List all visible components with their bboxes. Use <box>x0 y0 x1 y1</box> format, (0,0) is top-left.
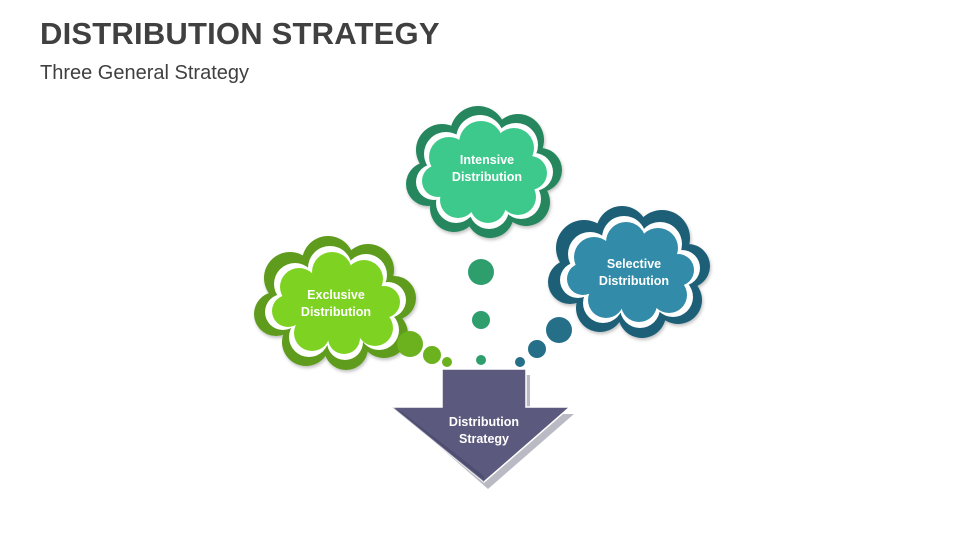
cloud-selective-label-line1: Selective <box>607 257 661 271</box>
trail-bubble <box>476 355 486 365</box>
trail-bubble <box>515 357 525 367</box>
cloud-intensive-body <box>422 121 547 223</box>
cloud-intensive: Intensive Distribution <box>406 106 562 238</box>
trail-bubble <box>423 346 441 364</box>
bubble-trail-selective <box>515 317 572 367</box>
cloud-exclusive-label-line2: Distribution <box>301 305 371 319</box>
bubble-trail-intensive <box>468 259 494 365</box>
trail-bubble <box>397 331 423 357</box>
cloud-selective-body <box>567 222 694 322</box>
trail-bubble <box>468 259 494 285</box>
cloud-selective-label-line2: Distribution <box>599 274 669 288</box>
cloud-exclusive-body <box>272 252 400 354</box>
cloud-intensive-label-line1: Intensive <box>460 153 514 167</box>
cloud-selective: Selective Distribution <box>548 206 710 338</box>
trail-bubble <box>442 357 452 367</box>
cloud-intensive-label-line2: Distribution <box>452 170 522 184</box>
bubble-trail-exclusive <box>397 331 452 367</box>
trail-bubble <box>546 317 572 343</box>
center-label-line2: Strategy <box>459 432 509 446</box>
cloud-exclusive-label-line1: Exclusive <box>307 288 365 302</box>
slide-subtitle: Three General Strategy <box>40 62 249 84</box>
center-label-line1: Distribution <box>449 415 519 429</box>
center-arrow: Distribution Strategy <box>389 368 574 489</box>
slide-title: DISTRIBUTION STRATEGY <box>40 16 440 51</box>
trail-bubble <box>528 340 546 358</box>
cloud-exclusive: Exclusive Distribution <box>254 236 416 370</box>
trail-bubble <box>472 311 490 329</box>
